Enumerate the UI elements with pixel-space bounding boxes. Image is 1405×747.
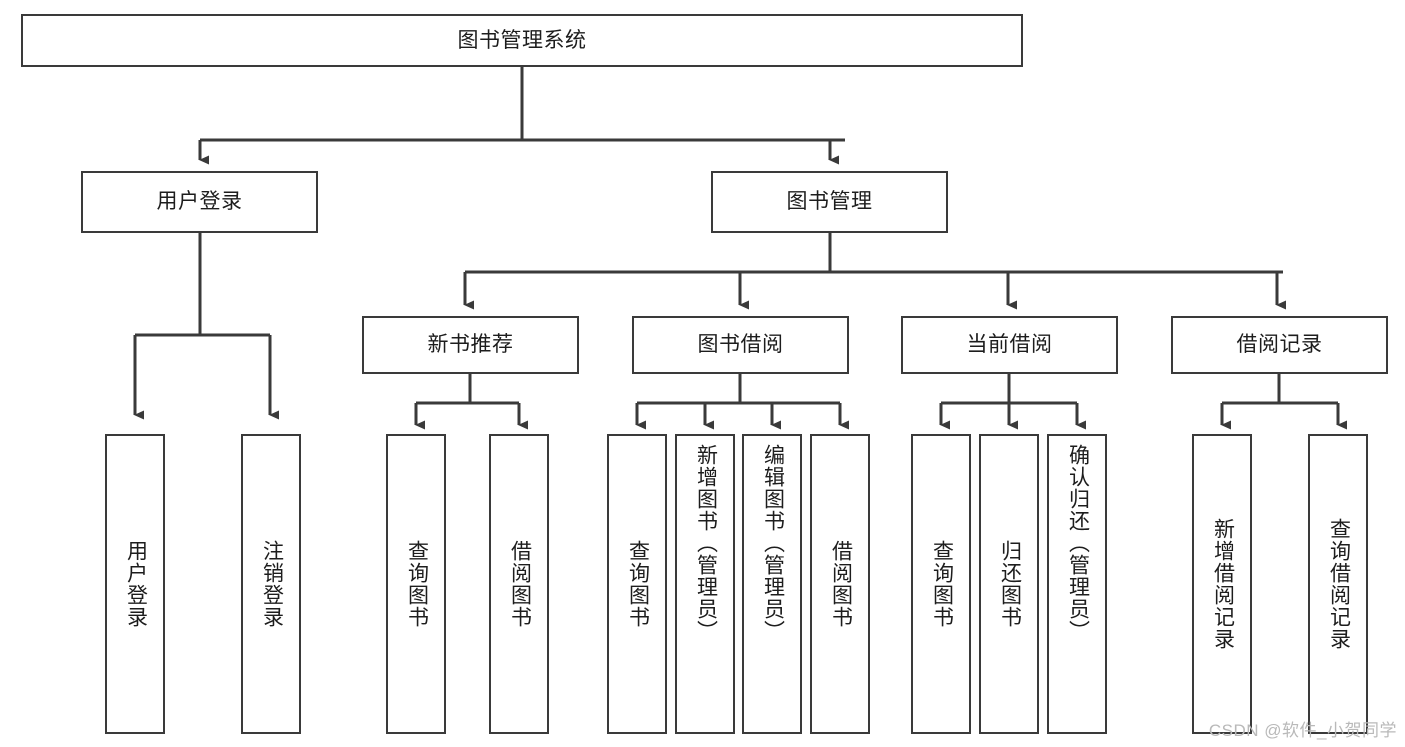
leaf-newbook-query-book[interactable]: 查询图书	[386, 434, 446, 734]
leaf-borrowrecord-query-record[interactable]: 查询借阅记录	[1308, 434, 1368, 734]
leaf-currentborrow-query-book[interactable]: 查询图书	[911, 434, 971, 734]
node-label: 用户登录	[124, 540, 148, 628]
leaf-newbook-borrow-book[interactable]: 借阅图书	[489, 434, 549, 734]
leaf-user-login[interactable]: 用户登录	[105, 434, 165, 734]
node-label: 注销登录	[260, 540, 284, 628]
node-user-login[interactable]: 用户登录	[81, 171, 318, 233]
node-label: 借阅图书	[508, 540, 532, 628]
leaf-bookborrow-query-book[interactable]: 查询图书	[607, 434, 667, 734]
node-borrow-record[interactable]: 借阅记录	[1171, 316, 1388, 374]
node-label: 新书推荐	[427, 333, 514, 357]
node-label: 编辑图书（管理员）	[761, 444, 785, 642]
node-label: 新增借阅记录	[1211, 518, 1235, 650]
leaf-logout[interactable]: 注销登录	[241, 434, 301, 734]
node-new-book-recommend[interactable]: 新书推荐	[362, 316, 579, 374]
leaf-bookborrow-edit-book-admin[interactable]: 编辑图书（管理员）	[742, 434, 802, 734]
node-label: 图书借阅	[697, 333, 784, 357]
node-label: 查询图书	[405, 540, 429, 628]
node-label: 查询借阅记录	[1327, 518, 1351, 650]
node-current-borrow[interactable]: 当前借阅	[901, 316, 1118, 374]
leaf-borrowrecord-add-record[interactable]: 新增借阅记录	[1192, 434, 1252, 734]
node-label: 借阅记录	[1236, 333, 1323, 357]
node-label: 当前借阅	[966, 333, 1053, 357]
node-label: 图书管理系统	[457, 28, 587, 52]
node-label: 图书管理	[786, 190, 873, 214]
leaf-bookborrow-add-book-admin[interactable]: 新增图书（管理员）	[675, 434, 735, 734]
node-root-system[interactable]: 图书管理系统	[21, 14, 1023, 67]
node-label: 新增图书（管理员）	[694, 444, 718, 642]
node-label: 归还图书	[998, 540, 1022, 628]
node-label: 确认归还（管理员）	[1066, 444, 1090, 642]
leaf-currentborrow-confirm-return-admin[interactable]: 确认归还（管理员）	[1047, 434, 1107, 734]
node-book-management[interactable]: 图书管理	[711, 171, 948, 233]
node-book-borrow[interactable]: 图书借阅	[632, 316, 849, 374]
node-label: 查询图书	[626, 540, 650, 628]
leaf-bookborrow-borrow-book[interactable]: 借阅图书	[810, 434, 870, 734]
node-label: 查询图书	[930, 540, 954, 628]
node-label: 用户登录	[156, 190, 243, 214]
leaf-currentborrow-return-book[interactable]: 归还图书	[979, 434, 1039, 734]
node-label: 借阅图书	[829, 540, 853, 628]
